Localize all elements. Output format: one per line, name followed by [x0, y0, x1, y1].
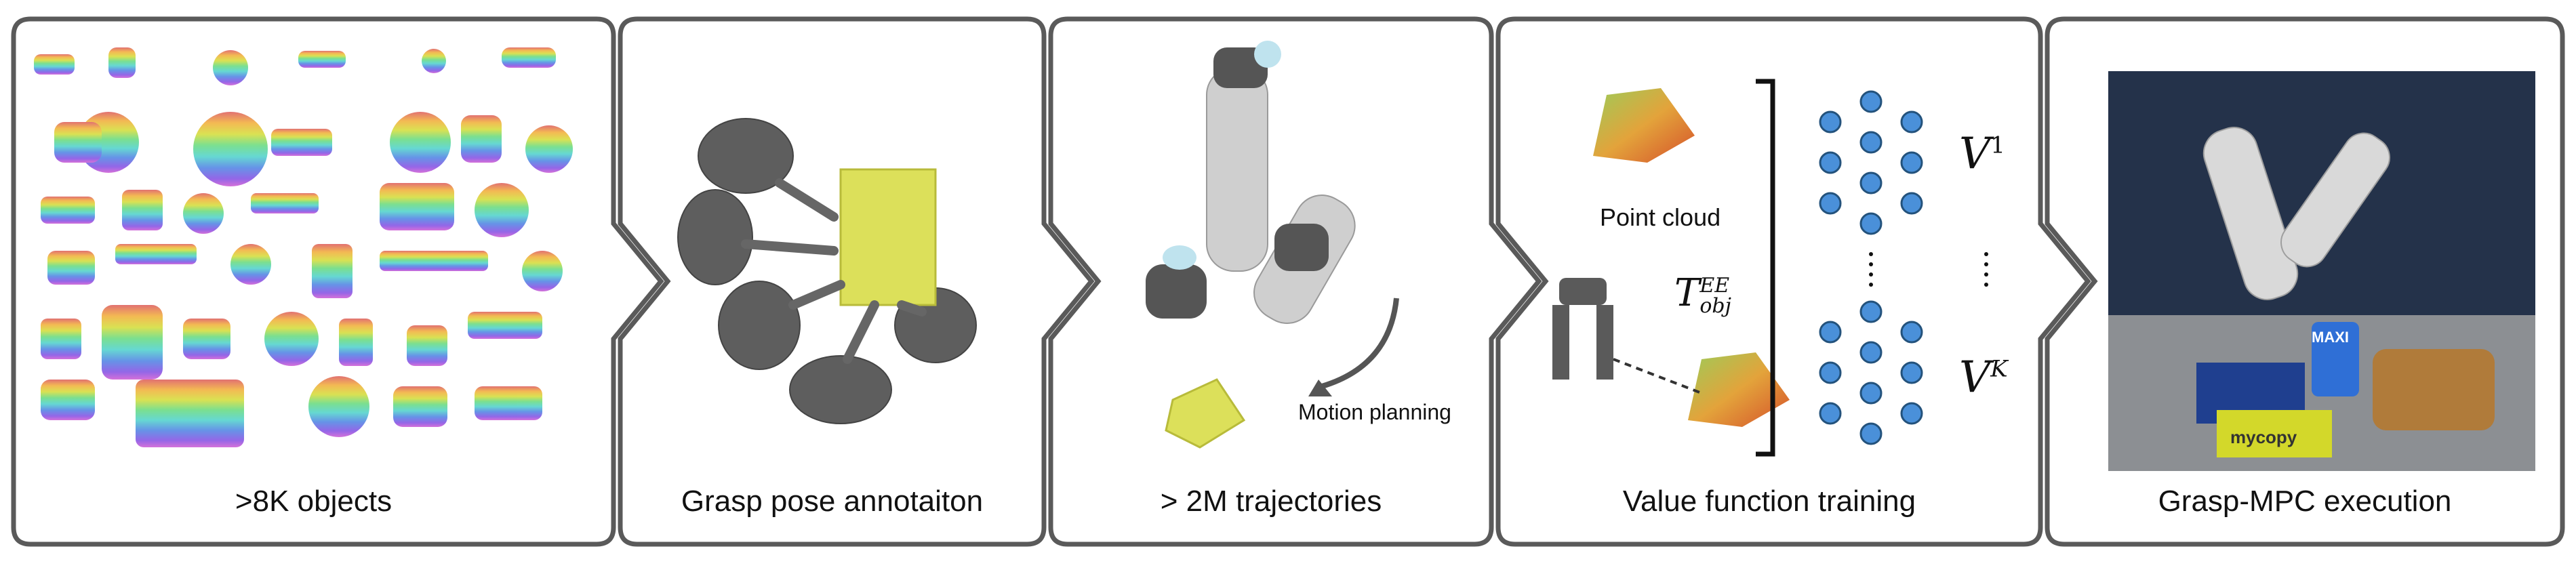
value-function-vk: VK — [1959, 352, 2008, 403]
panel-5-caption: Grasp-MPC execution — [2158, 485, 2452, 518]
point-cloud-label: Point cloud — [1600, 203, 1721, 231]
yellow-cube — [1165, 378, 1246, 449]
panel-1-frame — [11, 16, 664, 547]
value-function-illustration — [1552, 79, 1988, 457]
neural-net-icon — [1819, 300, 1923, 445]
motion-planning-label: Motion planning — [1298, 400, 1451, 424]
gripper-icon — [1552, 278, 1613, 380]
panel-2-caption: Grasp pose annotaiton — [681, 485, 984, 518]
box-text-mycopy: mycopy — [2230, 427, 2297, 447]
objects-collage — [34, 47, 573, 447]
robot-trajectory-illustration — [1146, 41, 1399, 449]
motion-arrow — [1321, 298, 1399, 389]
panel-3-caption: > 2M trajectories — [1160, 485, 1382, 518]
robot-execution-photo — [2108, 71, 2535, 471]
panel-5-frame — [2045, 16, 2565, 547]
panel-4-frame — [1495, 16, 2091, 547]
panel-4-caption: Value function training — [1622, 485, 1916, 518]
grasp-poses-illustration — [677, 118, 977, 424]
value-function-v1: V1 — [1959, 129, 2005, 179]
neural-net-icon — [1819, 90, 1923, 235]
yellow-cube — [839, 168, 937, 306]
panel-1-caption: >8K objects — [235, 485, 393, 518]
box-text-maxi: MAXI — [2312, 329, 2349, 346]
panel-2-frame — [618, 16, 1095, 547]
point-cloud-icon — [1593, 88, 1695, 163]
dots-separator — [1869, 252, 1988, 287]
point-cloud-icon — [1688, 352, 1790, 427]
panel-3-frame — [1048, 16, 1542, 547]
